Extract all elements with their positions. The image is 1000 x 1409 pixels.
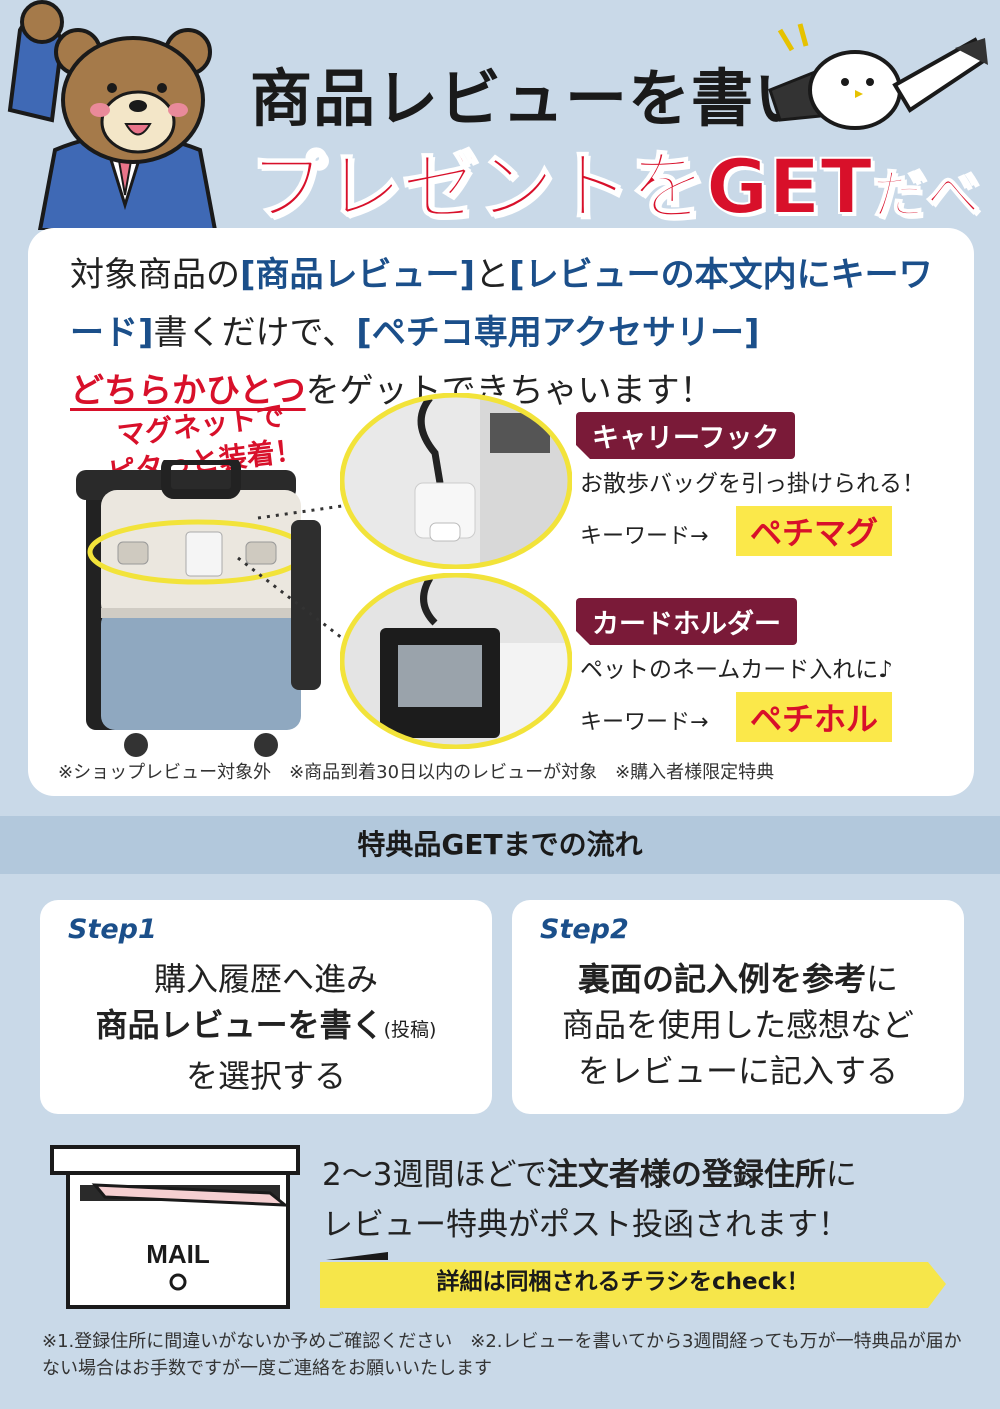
step1-line2-bold: 商品レビューを書く [95,1006,384,1044]
intro-text: 対象商品の[商品レビュー]と[レビューの本文内にキーワード]書くだけで、[ペチコ… [70,246,950,420]
check-banner [320,1252,946,1308]
step1-body: 購入履歴へ進み 商品レビューを書く(投稿) を選択する [40,956,492,1099]
product-desc-carry-hook: お散歩バッグを引っ掛けられる！ [580,471,925,497]
keyword-petihol: ペチホル [736,692,893,742]
mail-text-part1: 2〜3週間ほどで [322,1157,547,1193]
step1-line2: 商品レビューを書く(投稿) [40,1002,492,1053]
intro-part1: 対象商品の [70,255,240,295]
intro-review-highlight: [商品レビュー] [240,255,476,295]
mail-delivery-text: 2〜3週間ほどで注文者様の登録住所に レビュー特典がポスト投函されます！ [322,1150,982,1250]
main-footnote: ※ショップレビュー対象外 ※商品到着30日以内のレビューが対象 ※購入者様限定特… [58,762,775,783]
header: 商品レビューを書いて プレゼントをGETだべあ〜！ [0,0,1000,320]
product-desc-card-holder: ペットのネームカード入れに♪ [580,657,893,683]
bear-mascot-icon [7,0,218,230]
keyword-petimag: ペチマグ [736,506,893,556]
step2-body: 裏面の記入例を参考に 商品を使用した感想など をレビューに記入する [512,956,964,1094]
step1-line1: 購入履歴へ進み [153,960,378,998]
title-line2-main: プレゼントをGET [249,141,873,232]
bottom-note: ※1.登録住所に間違いがないか予めご確認ください ※2.レビューを書いてから3週… [42,1331,962,1379]
step2-line1-tail: に [866,960,899,998]
pet-carrier-image [76,460,321,757]
intro-keyword-highlight: [レビューの本文内にキーワード] [70,255,933,353]
step1-line3: を選択する [185,1057,346,1095]
card-holder-photo [340,573,572,749]
product-label-card-holder: カードホルダー [576,598,797,645]
step1-title: Step1 [68,914,157,945]
mailbox-icon: MAIL [50,1145,300,1309]
step2-line2: 商品を使用した感想など [561,1006,914,1044]
step2-card: Step2 裏面の記入例を参考に 商品を使用した感想など をレビューに記入する [512,900,964,1114]
keyword-label-1: キーワード→ [580,524,709,549]
step2-line3: をレビューに記入する [577,1052,898,1090]
carry-hook-photo [340,393,572,569]
intro-accessory-highlight: [ペチコ専用アクセサリー] [356,313,760,353]
product-label-carry-hook: キャリーフック [576,412,795,459]
bird-mascot-icon [768,23,988,130]
intro-part2: と [475,255,510,295]
mail-label: MAIL [146,1239,210,1269]
step2-line1: 裏面の記入例を参考に [512,956,964,1002]
flow-title: 特典品GETまでの流れ [0,816,1000,874]
main-info-card: 対象商品の[商品レビュー]と[レビューの本文内にキーワード]書くだけで、[ペチコ… [28,228,974,796]
step1-line2-small: (投稿) [383,1019,437,1041]
mail-text-bold: 注文者様の登録住所 [546,1157,826,1193]
step2-title: Step2 [540,914,629,945]
mail-text-part2: に [825,1157,857,1193]
check-text: 詳細は同梱されるチラシをcheck！ [436,1269,810,1295]
mail-text-line2: レビュー特典がポスト投函されます！ [322,1207,849,1243]
step2-line1-bold: 裏面の記入例を参考 [577,960,866,998]
intro-emphasis: どちらかひとつ [70,371,306,411]
step1-card: Step1 購入履歴へ進み 商品レビューを書く(投稿) を選択する [40,900,492,1114]
intro-part3: 書くだけで、 [153,313,357,353]
keyword-label-2: キーワード→ [580,710,709,735]
